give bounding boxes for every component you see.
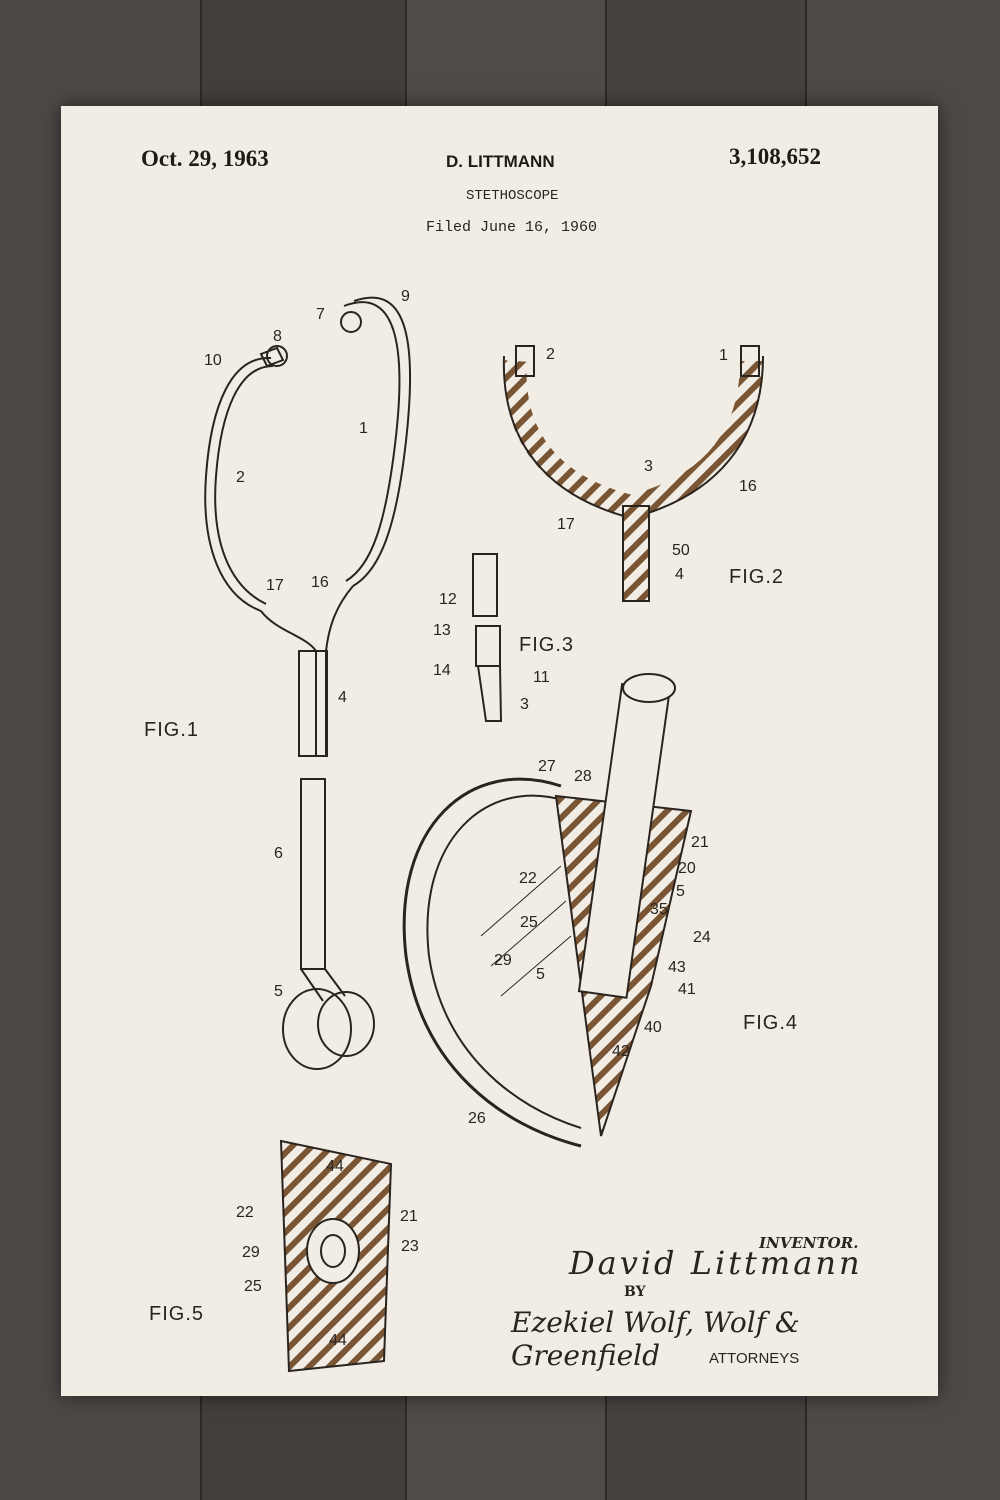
ref-numeral: 44 [329, 1332, 347, 1349]
ref-numeral: 16 [739, 478, 757, 495]
figure-label: FIG.5 [149, 1303, 205, 1325]
ref-numeral: 50 [672, 542, 690, 559]
ref-numeral: 14 [433, 662, 451, 679]
ref-numeral: 2 [236, 469, 245, 486]
ref-numeral: 9 [401, 288, 410, 305]
inventor-name: D. LITTMANN [446, 152, 555, 171]
inventor-signature: David Littmann [569, 1244, 863, 1282]
ref-numeral: 5 [676, 883, 685, 900]
attorneys-label: ATTORNEYS [709, 1350, 800, 1367]
ref-numeral: 20 [678, 860, 696, 877]
figure-label: FIG.2 [729, 566, 785, 588]
ref-numeral: 41 [678, 981, 696, 998]
fig4-chestpiece-drawing [402, 673, 693, 1148]
ref-numeral: 7 [316, 306, 325, 323]
figure-label: FIG.4 [743, 1012, 799, 1034]
ref-numeral: 16 [311, 574, 329, 591]
figure-label: FIG.3 [519, 634, 575, 656]
ref-numeral: 13 [433, 622, 451, 639]
inventor-label: INVENTOR. [759, 1234, 859, 1252]
ref-numeral: 17 [557, 516, 575, 533]
fig5-section-drawing [279, 1139, 393, 1373]
ref-numeral: 28 [574, 768, 592, 785]
fig3-connector-drawing [472, 553, 503, 722]
patent-number: 3,108,652 [729, 144, 821, 169]
fig1-stethoscope-drawing [204, 296, 412, 1070]
ref-numeral: 27 [538, 758, 556, 775]
ref-numeral: 22 [519, 870, 537, 887]
filed-date: Filed June 16, 1960 [426, 219, 598, 236]
patent-date: Oct. 29, 1963 [141, 146, 269, 171]
figure-label: FIG.1 [144, 719, 200, 741]
ref-numeral: 3 [644, 458, 653, 475]
ref-numeral: 26 [468, 1110, 486, 1127]
ref-numeral: 40 [644, 1019, 662, 1036]
ref-numeral: 4 [675, 566, 684, 583]
ref-numeral: 3 [520, 696, 529, 713]
fig2-yoke-drawing [502, 345, 764, 602]
ref-numeral: 17 [266, 577, 284, 594]
ref-numeral: 44 [326, 1158, 344, 1175]
ref-numeral: 22 [236, 1204, 254, 1221]
ref-numeral: 29 [494, 952, 512, 969]
ref-numeral: 29 [242, 1244, 260, 1261]
ref-numeral: 6 [274, 845, 283, 862]
ref-numeral: 43 [668, 959, 686, 976]
ref-numeral: 4 [338, 689, 347, 706]
ref-numeral: 24 [693, 929, 711, 946]
ref-numeral: 21 [400, 1208, 418, 1225]
attorney-signature: Ezekiel Wolf, Wolf & Greenfield [511, 1306, 800, 1372]
ref-numeral: 5 [274, 983, 283, 1000]
ref-numeral: 35 [650, 901, 668, 918]
ref-numeral: 2 [546, 346, 555, 363]
ref-numeral: 42 [612, 1043, 630, 1060]
ref-numeral: 12 [439, 591, 457, 608]
ref-numeral: 25 [520, 914, 538, 931]
ref-numeral: 5 [536, 966, 545, 983]
ref-numeral: 25 [244, 1278, 262, 1295]
ref-numeral: 11 [533, 669, 550, 686]
patent-drawings [204, 296, 764, 1373]
ref-numeral: 1 [359, 420, 368, 437]
ref-numeral: 10 [204, 352, 222, 369]
by-label: BY [624, 1284, 646, 1300]
patent-print: Oct. 29, 1963 D. LITTMANN 3,108,652 STET… [61, 106, 938, 1396]
ref-numeral: 1 [719, 347, 728, 364]
patent-title: STETHOSCOPE [466, 188, 559, 204]
ref-numeral: 23 [401, 1238, 419, 1255]
ref-numeral: 8 [273, 328, 282, 345]
ref-numeral: 21 [691, 834, 709, 851]
